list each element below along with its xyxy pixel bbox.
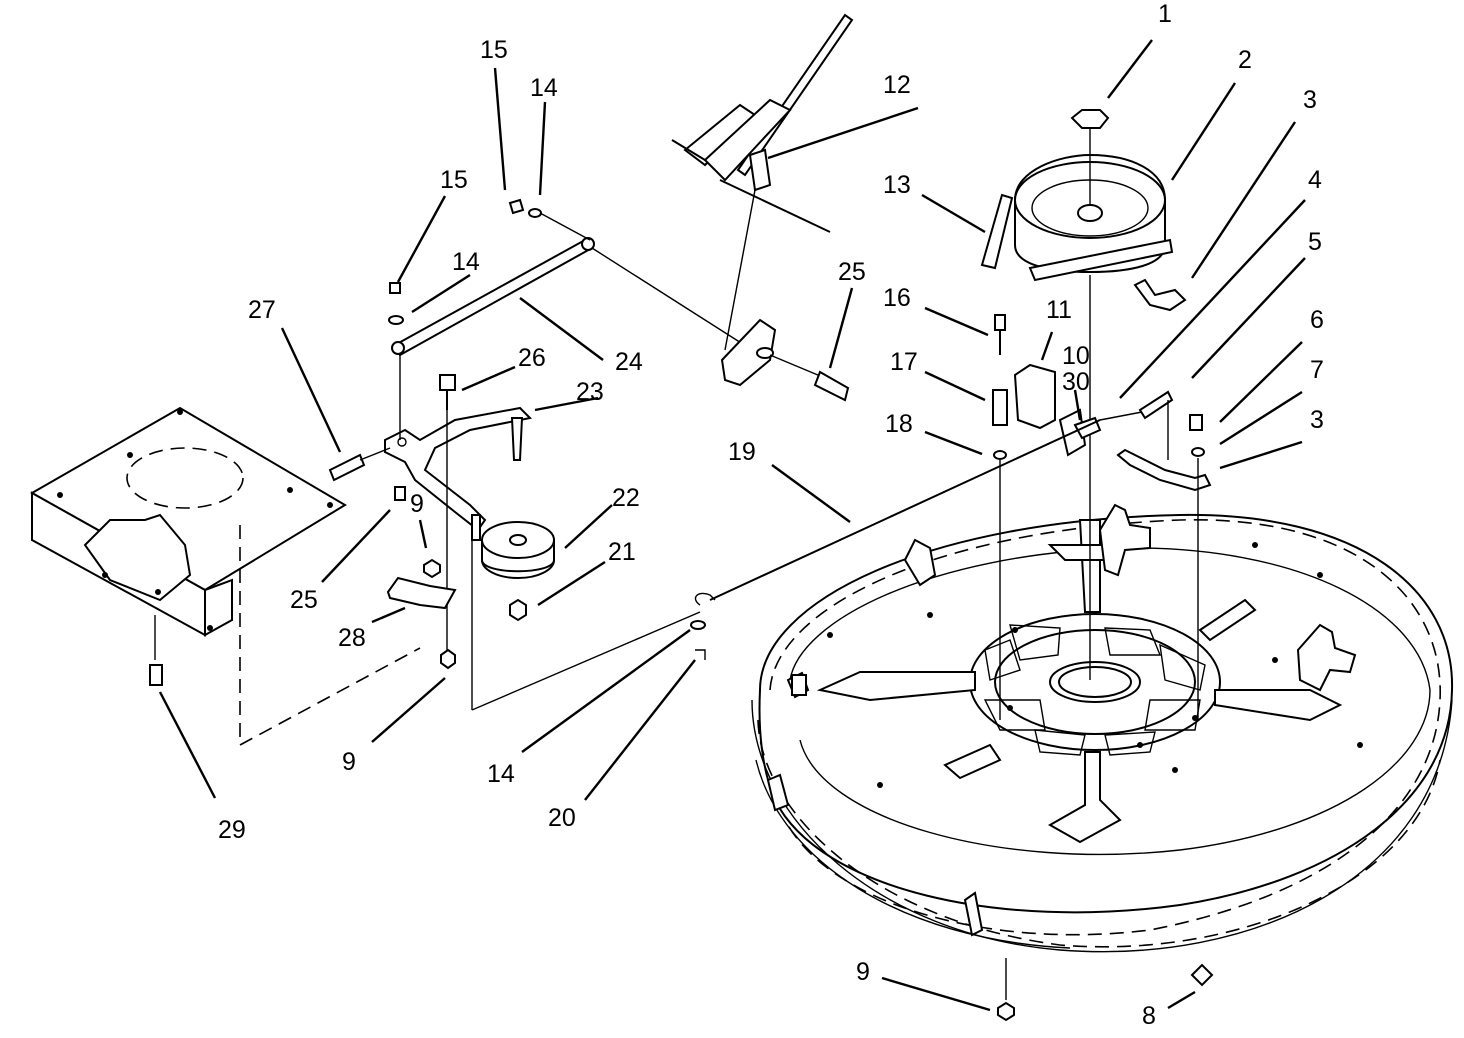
mounting-plate [29,406,421,747]
lift-handle [671,13,854,402]
callout-20: 20 [548,804,576,832]
callout-15-left: 15 [440,166,468,194]
callout-1: 1 [1158,0,1172,28]
idler-pulley [481,521,555,622]
callout-29: 29 [218,816,246,844]
callout-23: 23 [576,378,604,406]
callout-labels: 1 2 3 3 4 5 6 7 8 9 9 9 10 11 12 13 14 1… [218,0,1324,1030]
callout-12: 12 [883,71,911,99]
callout-3-right: 3 [1310,406,1324,434]
callout-4: 4 [1308,166,1322,194]
idler-arm-assembly [384,355,533,660]
clip-8 [1190,963,1214,987]
callout-5: 5 [1308,228,1322,256]
callout-21: 21 [608,538,636,566]
callout-19: 19 [728,438,756,466]
cable [690,419,1101,660]
callout-22: 22 [612,484,640,512]
callout-9-left-lower: 9 [342,748,356,776]
callout-16: 16 [883,284,911,312]
callout-10: 10 [1062,342,1090,370]
nut-9-bottom [997,1001,1015,1022]
belt-guide-top [1133,278,1187,312]
bracket-28 [386,576,457,610]
callout-11: 11 [1046,296,1072,324]
callout-28: 28 [338,624,366,652]
callout-14-bottom: 14 [487,760,515,788]
callout-27: 27 [248,296,276,324]
leader-lines [158,39,1306,1012]
callout-25-left: 25 [290,586,318,614]
callout-15-top: 15 [480,36,508,64]
callout-6: 6 [1310,306,1324,334]
callout-9-bottom: 9 [856,958,870,986]
callout-14-mid: 14 [452,248,480,276]
callout-8: 8 [1142,1002,1156,1030]
nut-9-upper [423,558,441,579]
callout-17: 17 [890,348,918,376]
callout-9-left-upper: 9 [410,490,424,518]
spring-and-bracket [1099,390,1212,720]
callout-14-top: 14 [530,74,558,102]
bolt-29 [149,664,163,686]
spindle-pulley [980,109,1174,680]
callout-30: 30 [1062,368,1090,396]
spring-27 [328,453,366,482]
stud-on-deck [791,674,807,696]
callout-24: 24 [615,348,643,376]
link-rod [388,198,761,357]
callout-2: 2 [1238,46,1252,74]
mower-deck [751,503,1454,953]
callout-3-top: 3 [1303,86,1317,114]
callout-18: 18 [885,410,913,438]
callout-26: 26 [518,344,546,372]
callout-7: 7 [1310,356,1324,384]
callout-25-right: 25 [838,258,866,286]
nut-9-lower [440,648,456,670]
callout-13: 13 [883,171,911,199]
